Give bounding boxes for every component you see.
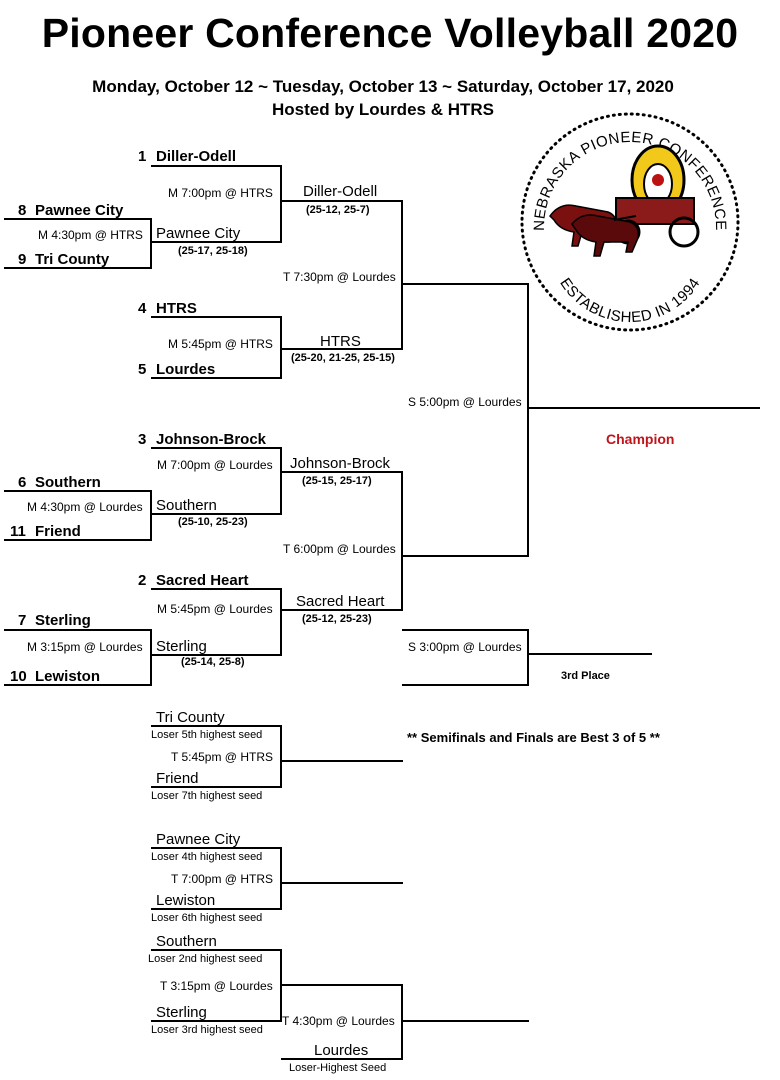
game-time: M 4:30pm @ HTRS bbox=[38, 228, 143, 242]
winner-label: HTRS bbox=[320, 333, 361, 350]
team-pawnee-city: Pawnee City bbox=[35, 202, 124, 219]
conference-logo: NEBRASKA PIONEER CONFERENCE ESTABLISHED … bbox=[520, 112, 740, 332]
seed-description: Loser 6th highest seed bbox=[151, 912, 263, 924]
team-diller-odell: Diller-Odell bbox=[156, 148, 237, 165]
game-time: M 4:30pm @ Lourdes bbox=[27, 500, 143, 514]
consolation-team: Lourdes bbox=[314, 1042, 369, 1059]
game-time: T 6:00pm @ Lourdes bbox=[283, 542, 396, 556]
game-time: M 7:00pm @ HTRS bbox=[168, 186, 273, 200]
game-time: T 4:30pm @ Lourdes bbox=[282, 1014, 395, 1028]
team-sterling: Sterling bbox=[35, 612, 91, 629]
seed-10: 10 bbox=[10, 668, 27, 685]
score: (25-12, 25-23) bbox=[302, 613, 372, 625]
game-time: S 3:00pm @ Lourdes bbox=[408, 640, 522, 654]
third-place-label: 3rd Place bbox=[561, 670, 610, 682]
winner-label: Southern bbox=[156, 497, 217, 514]
winner-label: Sacred Heart bbox=[296, 593, 385, 610]
consolation-team: Friend bbox=[156, 770, 199, 787]
score: (25-20, 21-25, 25-15) bbox=[291, 352, 395, 364]
score: (25-10, 25-23) bbox=[178, 516, 248, 528]
game-time: M 5:45pm @ HTRS bbox=[168, 337, 273, 351]
seed-description: Loser 3rd highest seed bbox=[151, 1024, 263, 1036]
consolation-team: Lewiston bbox=[156, 892, 216, 909]
seed-6: 6 bbox=[18, 474, 27, 491]
team-lourdes: Lourdes bbox=[156, 361, 216, 378]
seed-2: 2 bbox=[138, 572, 147, 589]
score: (25-17, 25-18) bbox=[178, 245, 248, 257]
team-friend: Friend bbox=[35, 523, 81, 540]
seed-description: Loser 5th highest seed bbox=[151, 729, 263, 741]
score: (25-14, 25-8) bbox=[181, 656, 245, 668]
seed-11: 11 bbox=[10, 523, 26, 540]
event-dates: Monday, October 12 ~ Tuesday, October 13… bbox=[92, 77, 674, 96]
consolation-team: Sterling bbox=[156, 1004, 207, 1021]
wagon-icon bbox=[549, 144, 700, 257]
game-time: M 7:00pm @ Lourdes bbox=[157, 458, 273, 472]
game-time: T 3:15pm @ Lourdes bbox=[160, 979, 273, 993]
game-time: T 5:45pm @ HTRS bbox=[171, 750, 273, 764]
score: (25-15, 25-17) bbox=[302, 475, 372, 487]
seed-4: 4 bbox=[138, 300, 147, 317]
seed-3: 3 bbox=[138, 431, 147, 448]
seed-8: 8 bbox=[18, 202, 27, 219]
seed-9: 9 bbox=[18, 251, 27, 268]
consolation-team: Tri County bbox=[156, 709, 225, 726]
winner-label: Diller-Odell bbox=[303, 183, 378, 200]
team-lewiston: Lewiston bbox=[35, 668, 101, 685]
seed-description: Loser 4th highest seed bbox=[151, 851, 263, 863]
champion-label: Champion bbox=[606, 431, 675, 447]
seed-description: Loser 7th highest seed bbox=[151, 790, 263, 802]
page-title: Pioneer Conference Volleyball 2020 bbox=[41, 10, 739, 56]
seed-7: 7 bbox=[18, 612, 27, 629]
game-time: T 7:00pm @ HTRS bbox=[171, 872, 273, 886]
game-time: T 7:30pm @ Lourdes bbox=[283, 270, 396, 284]
winner-label: Sterling bbox=[156, 638, 207, 655]
game-time: M 5:45pm @ Lourdes bbox=[157, 602, 273, 616]
seed-5: 5 bbox=[138, 361, 147, 378]
consolation-team: Pawnee City bbox=[156, 831, 241, 848]
team-htrs: HTRS bbox=[156, 300, 197, 317]
winner-label: Johnson-Brock bbox=[290, 455, 391, 472]
game-time: S 5:00pm @ Lourdes bbox=[408, 395, 522, 409]
seed-1: 1 bbox=[138, 148, 147, 165]
seed-description: Loser 2nd highest seed bbox=[148, 953, 263, 965]
format-note: ** Semifinals and Finals are Best 3 of 5… bbox=[407, 730, 660, 745]
score: (25-12, 25-7) bbox=[306, 204, 370, 216]
seed-description: Loser-Highest Seed bbox=[289, 1062, 387, 1074]
consolation-team: Southern bbox=[156, 933, 217, 950]
team-sacred-heart: Sacred Heart bbox=[156, 572, 249, 589]
team-johnson-brock: Johnson-Brock bbox=[156, 431, 267, 448]
event-host: Hosted by Lourdes & HTRS bbox=[272, 100, 494, 119]
team-southern: Southern bbox=[35, 474, 101, 491]
winner-label: Pawnee City bbox=[156, 225, 241, 242]
game-time: M 3:15pm @ Lourdes bbox=[27, 640, 143, 654]
team-tri-county: Tri County bbox=[35, 251, 110, 268]
